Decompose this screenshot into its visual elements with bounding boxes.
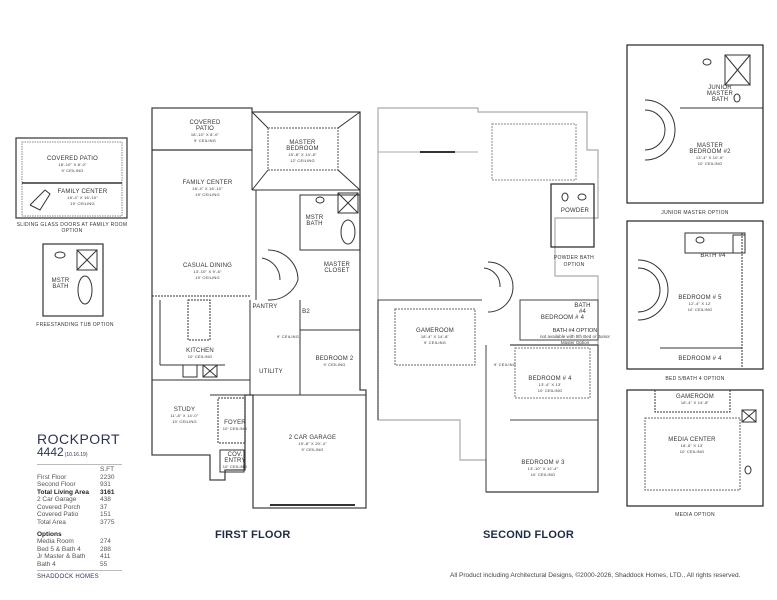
copyright-notice: All Product including Architectural Desi… [450, 572, 741, 579]
plan-info-block: ROCKPORT 4442(10.16.19) S.FT First Floor… [37, 432, 122, 580]
second-floor-outline [377, 107, 599, 493]
plan-name: ROCKPORT [37, 431, 121, 447]
caption-media-option: MEDIA OPTION [675, 512, 715, 518]
plan-revision: (10.16.19) [64, 452, 88, 458]
sliding-doors-panel-frame [15, 137, 128, 219]
room-label-bedroom-3: BEDROOM # 3 13'-10" X 12'-4" 10' CEILING [521, 460, 565, 477]
room-label-b2: B2 [302, 309, 310, 315]
room-label-bedroom-2: BEDROOM 2 9' CEILING [315, 356, 354, 367]
room-label-foyer: FOYER 10' CEILING [222, 420, 248, 431]
caption-bed5-bath4-option: BED 5/BATH 4 OPTION [665, 376, 725, 382]
room-label-junior-master-bath: JUNIOR MASTER BATH [706, 85, 734, 103]
options-title: Options [37, 531, 62, 538]
room-label-bedroom-4-strip: BEDROOM # 4 [540, 315, 585, 321]
bath4-option-caption-block: BATH #4 OPTION not available with 5th Be… [535, 328, 615, 345]
area-header: S.FT [100, 466, 115, 473]
caption-freestanding-tub-option: FREESTANDING TUB OPTION [36, 322, 114, 328]
powder-option-frame [550, 183, 595, 248]
room-label-utility: UTILITY [259, 369, 283, 375]
room-label-cov-entry: COV. ENTRY 10' CEILING [222, 452, 248, 469]
plan-number-line: 4442(10.16.19) [37, 446, 122, 462]
caption-sliding-doors-option: SLIDING GLASS DOORS AT FAMILY ROOM OPTIO… [16, 222, 128, 234]
room-label-kitchen: KITCHEN 10' CEILING [186, 348, 214, 359]
room-label-covered-patio: COVERED PATIO 18'-10" X 8'-0" 9' CEILING [189, 120, 221, 143]
room-label-bedroom-4: BEDROOM # 4 13'-4" X 13' 10' CEILING [528, 376, 572, 393]
room-label-bedroom-5: BEDROOM # 5 12'-4" X 12' 10' CEILING [678, 295, 722, 312]
room-label-family-center-option: FAMILY CENTER 18'-4" X 16'-10" 19' CEILI… [57, 189, 108, 206]
room-label-gameroom: GAMEROOM 18'-4" X 14'-8" 9' CEILING [416, 328, 454, 345]
room-label-mstr-bath-option: MSTR BATH [51, 278, 70, 290]
room-label-pantry: PANTRY [252, 304, 278, 310]
bed5-panel-frame [626, 220, 764, 370]
caption-bath4-note: not available with 5th Bed or Junior Mas… [539, 334, 611, 345]
first-floor-title: FIRST FLOOR [215, 529, 291, 541]
room-label-bath-4-option: BATH #4 [700, 253, 726, 259]
caption-junior-master-option: JUNIOR MASTER OPTION [661, 210, 729, 216]
room-label-hall-ceiling-2: 9' CEILING [493, 362, 517, 367]
room-label-bedroom-4-option: BEDROOM # 4 [678, 356, 722, 362]
room-label-media-center: MEDIA CENTER 18'-6" X 13' 10' CEILING [668, 437, 716, 454]
room-label-master-bedroom-2: MASTER BEDROOM #2 13'-4" X 10'-6" 10' CE… [689, 143, 731, 166]
room-label-family-center: FAMILY CENTER 18'-4" X 16'-10" 19' CEILI… [182, 180, 233, 197]
room-label-casual-dining: CASUAL DINING 13'-10" X 9'-6" 19' CEILIN… [182, 263, 233, 280]
room-label-study: STUDY 11'-8" X 14'-0" 10' CEILING [170, 407, 199, 424]
caption-bath4-option: BATH #4 OPTION [552, 328, 598, 334]
room-label-gameroom-media: GAMEROOM 18'-4" X 14'-8" [676, 394, 714, 405]
junior-master-panel-frame [626, 44, 764, 204]
room-label-master-closet: MASTER CLOSET [323, 262, 351, 274]
room-label-hall-ceiling: 9' CEILING [276, 334, 300, 339]
room-label-powder: POWDER [560, 208, 590, 214]
room-label-covered-patio-option: COVERED PATIO 18'-10" X 8'-0" 9' CEILING [46, 156, 99, 173]
builder-name: SHADDOCK HOMES [37, 574, 99, 580]
room-label-master-bedroom: MASTER BEDROOM 15'-8" X 14'-8" 12' CEILI… [286, 140, 319, 163]
room-label-bath-4: BATH #4 [574, 303, 591, 315]
second-floor-title: SECOND FLOOR [483, 529, 575, 541]
room-label-mstr-bath: MSTR BATH [305, 215, 324, 227]
caption-powder-bath-option: POWDER BATH OPTION [553, 255, 595, 268]
plan-number: 4442 [37, 445, 64, 459]
room-label-2-car-garage: 2 CAR GARAGE 19'-8" X 20'-4" 9' CEILING [288, 435, 337, 452]
tub-panel-frame [42, 243, 104, 317]
